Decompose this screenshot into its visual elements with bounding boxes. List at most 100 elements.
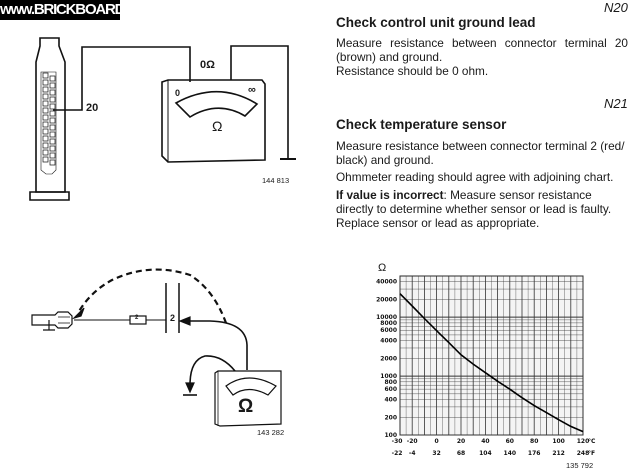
connector-pin bbox=[49, 117, 56, 124]
lead-box bbox=[129, 315, 147, 325]
terminal-20-label: 20 bbox=[86, 102, 99, 114]
scale-infinity-label: ∞ bbox=[248, 84, 256, 96]
wire-terminal-to-meter bbox=[53, 46, 191, 111]
connector-pin bbox=[49, 131, 56, 138]
connector-pin bbox=[42, 72, 49, 79]
connector-pin bbox=[42, 149, 49, 156]
line: Resistance should be 0 ohm. bbox=[336, 64, 489, 78]
ohmmeter-2 bbox=[214, 370, 282, 427]
lead-to-ground bbox=[189, 355, 236, 386]
if-incorrect-text: : Measure sensor resistance directly to … bbox=[336, 188, 612, 230]
control-unit-connector bbox=[29, 37, 70, 201]
chart-figure-number: 135 792 bbox=[566, 461, 594, 470]
figure-ground-lead-diagram bbox=[29, 37, 296, 201]
chart-y-tick-label: 200 bbox=[384, 414, 397, 421]
zero-ohm-label: 0Ω bbox=[200, 59, 215, 71]
if-incorrect-label: If value is incorrect bbox=[336, 188, 444, 202]
wire-meter-to-ground bbox=[230, 45, 289, 159]
chart-series-line bbox=[399, 293, 584, 433]
chart-y-tick-label: 20000 bbox=[376, 296, 397, 303]
arrowhead-terminal bbox=[178, 316, 191, 326]
lead-box-label: 2 bbox=[135, 315, 139, 321]
connector-pin bbox=[49, 96, 56, 103]
ohmmeter bbox=[161, 79, 266, 163]
chart-y-tick-label: 100 bbox=[384, 432, 397, 439]
chart-y-tick-label: 10000 bbox=[376, 314, 397, 321]
chart-x-tick-label-fahrenheit: 248 bbox=[577, 450, 590, 457]
heading-ground-lead: Check control unit ground lead bbox=[336, 15, 536, 30]
chart-x-tick-label-celsius: 0 bbox=[435, 438, 439, 445]
chart-y-tick-label: 40000 bbox=[376, 279, 397, 286]
connector-pin bbox=[49, 82, 56, 89]
ohm-symbol-2: Ω bbox=[238, 396, 254, 417]
connector-pin bbox=[42, 93, 49, 100]
chart-x-tick-label-celsius: -30 bbox=[392, 438, 403, 445]
figure-number-143282: 143 282 bbox=[257, 428, 285, 437]
arrowhead-sensor bbox=[71, 307, 85, 320]
figure-temperature-sensor-diagram bbox=[31, 268, 282, 427]
connector-pin bbox=[49, 124, 56, 131]
connector-pin bbox=[49, 103, 56, 110]
connector-pin bbox=[49, 159, 56, 166]
paragraph-ohmmeter: Ohmmeter reading should agree with adjoi… bbox=[336, 170, 614, 184]
chart-x-tick-label-celsius: 60 bbox=[506, 438, 514, 445]
chart-x-tick-label-fahrenheit: 68 bbox=[457, 450, 465, 457]
chart-y-tick-label: 1000 bbox=[380, 373, 397, 380]
temperature-sensor bbox=[31, 311, 73, 331]
connector-pin bbox=[49, 110, 56, 117]
ohm-symbol: Ω bbox=[212, 118, 223, 134]
brickboard-watermark-logo: www.BRICKBOARD.com bbox=[0, 0, 120, 20]
chart-y-tick-label: 8000 bbox=[380, 320, 397, 327]
connector-pin bbox=[42, 79, 49, 86]
chart-y-label: Ω bbox=[378, 262, 387, 274]
connector-pin bbox=[49, 138, 56, 145]
probe-lead-to-terminal bbox=[184, 320, 248, 370]
section-ref-n20: N20 bbox=[604, 0, 628, 15]
chart-x-tick-label-celsius: 40 bbox=[481, 438, 489, 445]
connector-plates bbox=[165, 283, 180, 333]
chart-x-tick-label-fahrenheit: 212 bbox=[552, 450, 565, 457]
chart-x-tick-label-celsius: 120 bbox=[577, 438, 590, 445]
connector-pin bbox=[42, 114, 49, 121]
connector-pin bbox=[42, 121, 49, 128]
chart-x-tick-label-fahrenheit: 140 bbox=[504, 450, 517, 457]
chart-x-tick-label-celsius: 80 bbox=[530, 438, 538, 445]
connector-pin bbox=[42, 86, 49, 93]
paragraph-measure: Measure resistance between connector ter… bbox=[336, 139, 625, 167]
connector-pin bbox=[42, 156, 49, 163]
chart-x-tick-label-fahrenheit: 32 bbox=[432, 450, 440, 457]
connector-pin bbox=[49, 89, 56, 96]
connector-pin bbox=[42, 100, 49, 107]
chart-x-tick-label-fahrenheit: 176 bbox=[528, 450, 541, 457]
chart-y-tick-label: 4000 bbox=[380, 338, 397, 345]
chart-x-unit-fahrenheit: °F bbox=[588, 450, 595, 457]
chart-x-tick-label-celsius: 20 bbox=[457, 438, 465, 445]
scale-zero-label: 0 bbox=[175, 88, 181, 98]
connector-pin bbox=[49, 152, 56, 159]
connector-pin bbox=[49, 145, 56, 152]
connector-pin bbox=[42, 107, 49, 114]
chart-y-tick-label: 600 bbox=[384, 386, 397, 393]
terminal-2-label: 2 bbox=[170, 313, 176, 323]
figure-number-144813: 144 813 bbox=[262, 176, 290, 185]
connector-pin bbox=[42, 135, 49, 142]
chart-x-tick-label-fahrenheit: -22 bbox=[392, 450, 403, 457]
chart-x-tick-label-celsius: -20 bbox=[407, 438, 418, 445]
heading-temperature-sensor: Check temperature sensor bbox=[336, 117, 507, 132]
chart-y-tick-label: 800 bbox=[384, 379, 397, 386]
connector-pin bbox=[42, 142, 49, 149]
arrowhead-ground bbox=[185, 382, 195, 394]
paragraph-if-incorrect: If value is incorrect: Measure sensor re… bbox=[336, 188, 628, 230]
paragraph-ground-lead: Measure resistance between connector ter… bbox=[336, 36, 628, 78]
connector-pin bbox=[42, 128, 49, 135]
chart-x-tick-label-fahrenheit: -4 bbox=[409, 450, 416, 457]
chart-y-tick-label: 2000 bbox=[380, 355, 397, 362]
chart-x-tick-label-celsius: 100 bbox=[552, 438, 565, 445]
chart-x-tick-label-fahrenheit: 104 bbox=[479, 450, 492, 457]
connector-pin bbox=[49, 75, 56, 82]
dashed-probe-lead bbox=[77, 268, 228, 324]
line: Measure resistance between connector ter… bbox=[336, 36, 628, 64]
chart-x-unit-celsius: °C bbox=[588, 438, 596, 445]
chart-y-tick-label: 6000 bbox=[380, 327, 397, 334]
